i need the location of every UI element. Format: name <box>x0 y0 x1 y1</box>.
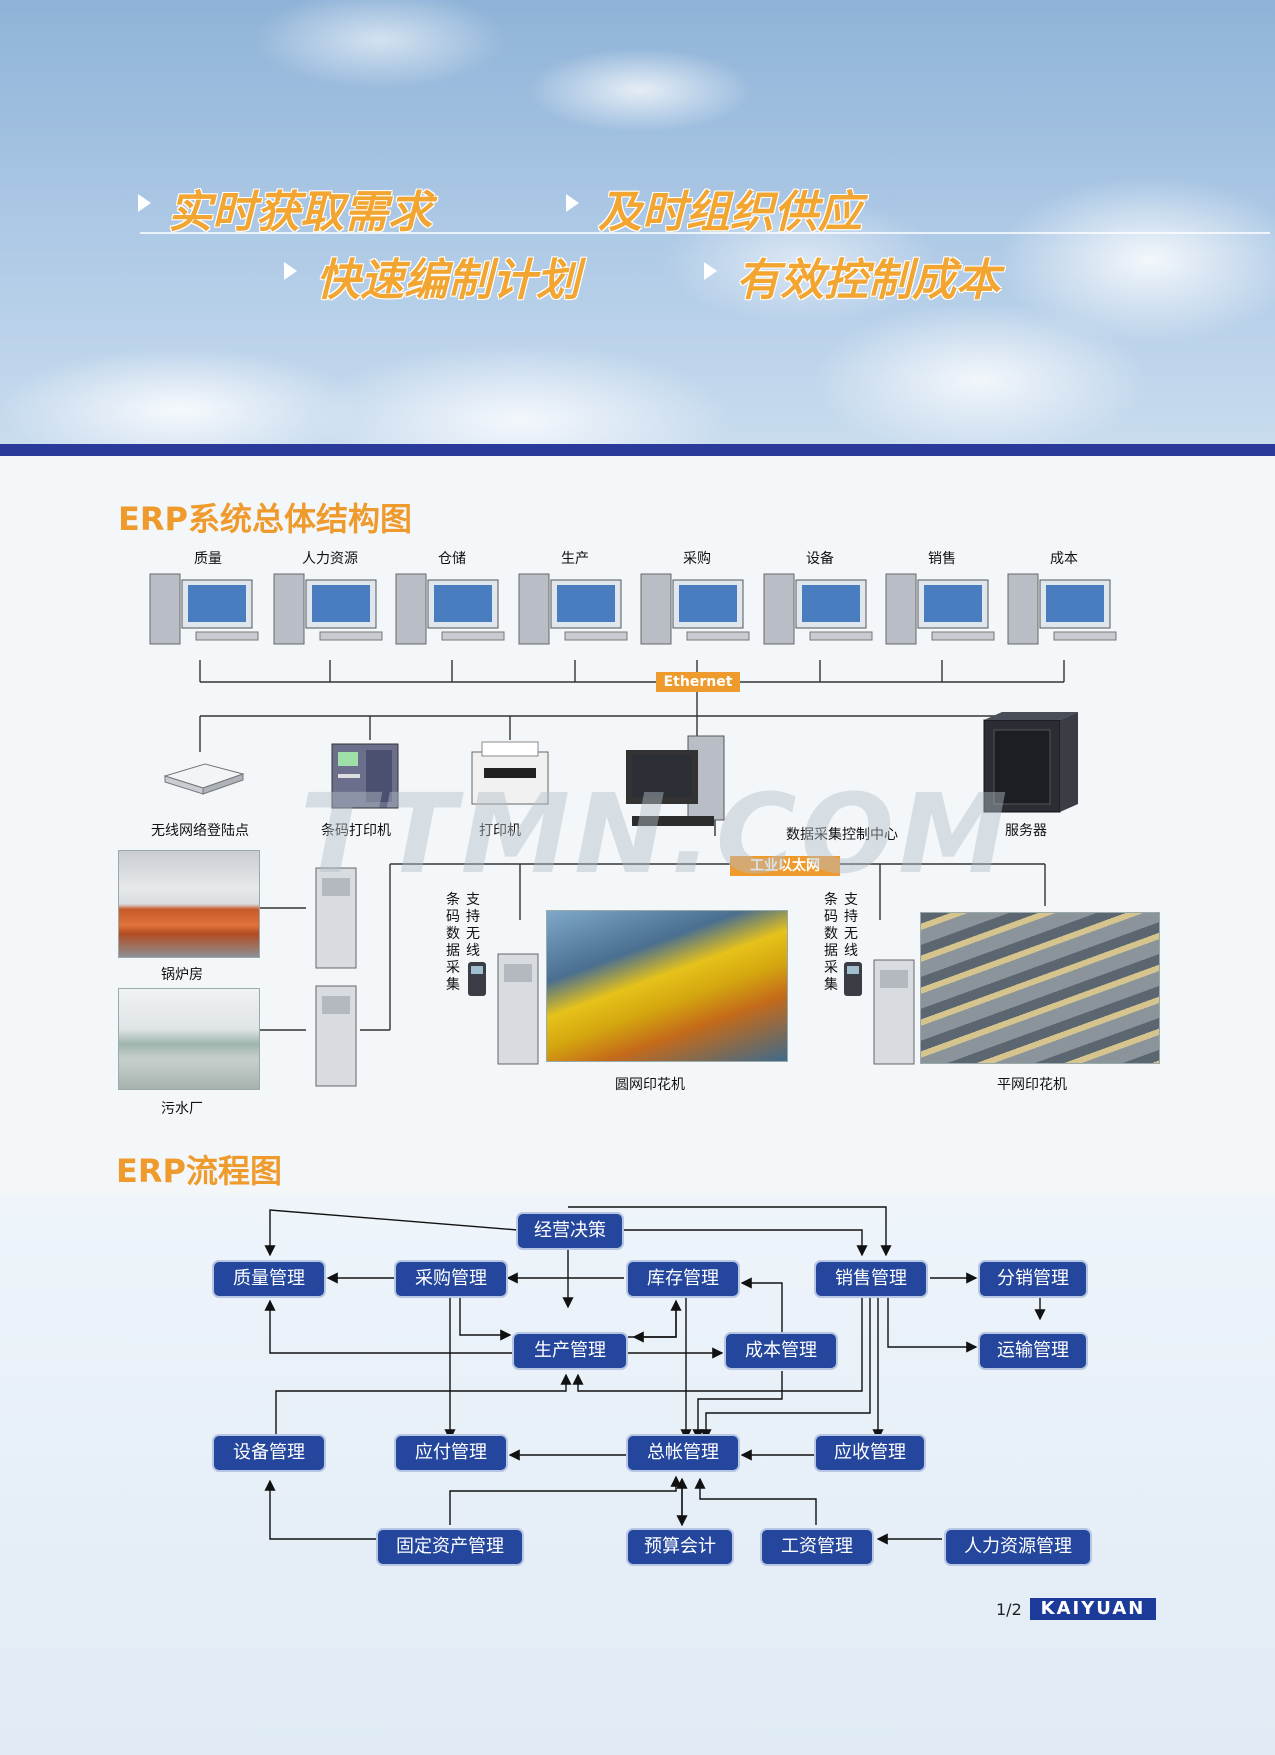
page-number: 1/2 <box>996 1600 1022 1619</box>
control-cabinet-icon <box>497 953 539 1065</box>
node-equipment: 设备管理 <box>214 1436 324 1470</box>
rotary-printer-label: 圆网印花机 <box>615 1077 685 1093</box>
slogan-3: 快速编制计划 <box>316 255 580 306</box>
ws-label-cost: 成本 <box>1050 551 1078 567</box>
collection-center-label: 数据采集控制中心 <box>786 827 898 843</box>
node-production: 生产管理 <box>514 1334 626 1368</box>
rotary-printer-photo <box>546 910 788 1062</box>
node-transport: 运输管理 <box>980 1334 1086 1368</box>
sky-banner <box>0 0 1275 445</box>
sewage-plant-label: 污水厂 <box>161 1101 203 1117</box>
handheld-scanner-icon <box>468 962 486 996</box>
bullet-icon <box>284 262 297 280</box>
slogan-divider <box>140 232 1270 234</box>
bullet-icon <box>138 194 151 212</box>
node-cost: 成本管理 <box>726 1334 836 1368</box>
node-sales: 销售管理 <box>816 1262 926 1296</box>
barcode-note-col2: 条码数据采集 <box>824 892 838 993</box>
ws-label-equipment: 设备 <box>806 551 834 567</box>
workstation-icons <box>149 573 1117 645</box>
flow-title: ERP流程图 <box>116 1152 282 1190</box>
node-receivable: 应收管理 <box>816 1436 924 1470</box>
control-cabinet-icon <box>873 959 915 1065</box>
bullet-icon <box>566 194 579 212</box>
watermark: TTMN.COM <box>300 770 1012 898</box>
node-budget: 预算会计 <box>628 1530 732 1564</box>
barcode-note-col1: 支持无线 <box>844 892 858 959</box>
control-cabinet-icon <box>315 985 357 1087</box>
boiler-room-photo <box>118 850 260 958</box>
header-band <box>0 444 1275 456</box>
node-fixed-assets: 固定资产管理 <box>378 1530 522 1564</box>
ws-label-hr: 人力资源 <box>302 551 358 567</box>
boiler-room-label: 锅炉房 <box>161 967 203 983</box>
node-payable: 应付管理 <box>396 1436 506 1470</box>
slogan-2: 及时组织供应 <box>598 187 862 238</box>
wireless-ap-icon <box>163 763 245 795</box>
collection-pc-icon <box>626 735 725 826</box>
barcode-printer-label: 条码打印机 <box>321 823 391 839</box>
node-hr: 人力资源管理 <box>946 1530 1090 1564</box>
node-inventory: 库存管理 <box>628 1262 738 1296</box>
node-ledger: 总帐管理 <box>628 1436 738 1470</box>
node-decision: 经营决策 <box>518 1214 622 1248</box>
node-distribution: 分销管理 <box>980 1262 1086 1296</box>
server-label: 服务器 <box>1005 823 1047 839</box>
flatbed-printer-photo <box>920 912 1160 1064</box>
industrial-ethernet-tag: 工业以太网 <box>730 856 840 876</box>
ws-label-storage: 仓储 <box>438 551 466 567</box>
ws-label-production: 生产 <box>561 551 589 567</box>
flatbed-printer-label: 平网印花机 <box>997 1077 1067 1093</box>
node-purchase: 采购管理 <box>396 1262 506 1296</box>
handheld-scanner-icon <box>844 962 862 996</box>
network-lines <box>149 573 1117 1087</box>
barcode-note-col2: 条码数据采集 <box>446 892 460 993</box>
server-icon <box>983 712 1078 813</box>
printer-label: 打印机 <box>479 823 521 839</box>
ws-label-purchase: 采购 <box>683 551 711 567</box>
sewage-plant-photo <box>118 988 260 1090</box>
ethernet-tag: Ethernet <box>656 672 740 692</box>
slogan-4: 有效控制成本 <box>736 255 1000 306</box>
barcode-note-col1: 支持无线 <box>466 892 480 959</box>
structure-title: ERP系统总体结构图 <box>118 500 412 538</box>
barcode-printer-icon <box>331 743 399 809</box>
wireless-ap-label: 无线网络登陆点 <box>151 823 249 839</box>
ws-label-sales: 销售 <box>928 551 956 567</box>
node-payroll: 工资管理 <box>762 1530 872 1564</box>
ws-label-quality: 质量 <box>194 551 222 567</box>
printer-icon <box>471 741 549 805</box>
bullet-icon <box>704 262 717 280</box>
brand-logo: KAIYUAN <box>1030 1598 1156 1620</box>
node-quality: 质量管理 <box>214 1262 324 1296</box>
slogan-1: 实时获取需求 <box>168 187 432 238</box>
flow-arrows <box>264 1206 1046 1545</box>
control-cabinet-icon <box>315 867 357 969</box>
